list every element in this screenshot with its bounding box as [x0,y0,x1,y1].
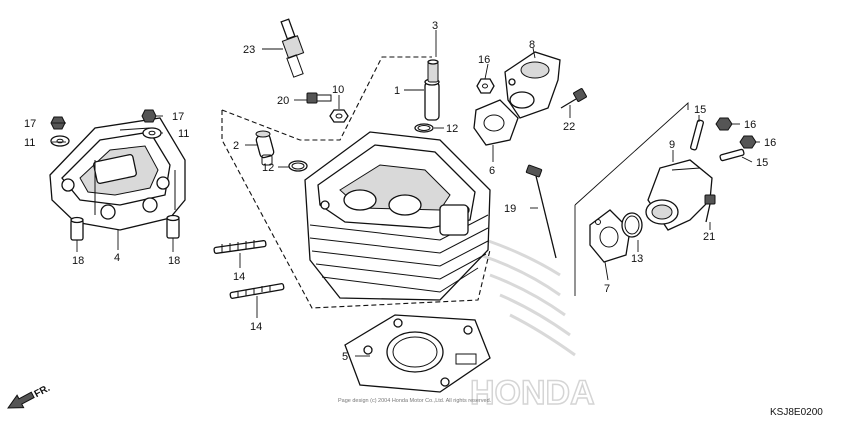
insulator-gasket-7 [589,209,631,263]
watermark-text: HONDA [470,374,595,412]
group-boundary-head [221,56,491,309]
joint-8 [504,51,561,119]
callout-6: 6 [489,165,495,177]
callout-18-left: 18 [72,255,84,267]
callout-7: 7 [604,283,610,295]
copyright-notice: Page design (c) 2004 Honda Motor Co.,Ltd… [338,398,492,404]
callout-1: 1 [394,85,400,97]
callout-2: 2 [233,140,239,152]
bolt-22 [560,88,587,109]
o-ring-13 [621,212,643,238]
callout-15-upper: 15 [694,104,706,116]
front-label: FR. [33,383,53,400]
dowel-pin-left [70,216,84,241]
nut-16-top [476,78,495,94]
guide-part-2 [255,130,275,166]
diagram-code: KSJ8E0200 [770,407,823,418]
o-ring-12-lower [288,160,308,172]
rocker-arm-holder [49,117,186,231]
callout-9: 9 [669,139,675,151]
callout-16-top: 16 [478,54,490,66]
callout-16-right-b: 16 [764,137,776,149]
callout-16-right-a: 16 [744,119,756,131]
cylinder-head [304,131,491,301]
group-boundary-intake [574,101,689,296]
nut-16-right-b [739,135,757,149]
front-direction-arrow: FR. [7,383,53,409]
washer-right [142,127,162,139]
callout-17-right: 17 [172,111,184,123]
flange-bolt-20 [306,92,332,104]
bolt-21 [704,194,716,223]
callout-3: 3 [432,20,438,32]
o-ring-12-upper [414,123,434,133]
callout-4: 4 [114,252,120,264]
callout-17-left: 17 [24,118,36,130]
stud-15-lower [719,148,745,162]
callouts: 1 2 3 4 5 6 7 8 9 10 11 11 12 12 13 14 1… [24,20,776,363]
leader-lines [52,30,760,357]
callout-13: 13 [631,253,643,265]
callout-12-upper: 12 [446,123,458,135]
callout-19: 19 [504,203,516,215]
intake-pipe-9 [645,159,713,231]
callout-14-upper: 14 [233,271,245,283]
honda-watermark: HONDA [469,233,595,413]
callout-15-lower: 15 [756,157,768,169]
callout-23: 23 [243,44,255,56]
callout-18-right: 18 [168,255,180,267]
spark-plug [280,18,305,78]
nut-16-right-a [715,117,733,131]
nut-10 [329,109,349,123]
insulator-gasket-6 [473,99,519,146]
callout-21: 21 [703,231,715,243]
callout-5: 5 [342,351,348,363]
cylinder-head-gasket [344,314,491,393]
callout-22: 22 [563,121,575,133]
stud-bolt-14-upper [213,240,267,254]
callout-11-right: 11 [178,128,189,140]
stud-bolt-14-lower [229,283,285,299]
cap-nut-right [141,109,157,123]
callout-10: 10 [332,84,344,96]
callout-20: 20 [277,95,289,107]
callout-14-lower: 14 [250,321,262,333]
long-bolt-19 [525,164,557,259]
callout-11-left: 11 [24,137,35,149]
washer-left [50,135,70,147]
cam-chain-tensioner-1 [424,59,440,121]
dowel-pin-right [166,214,180,239]
stud-15-upper [690,119,704,151]
callout-8: 8 [529,39,535,51]
callout-12-lower: 12 [262,162,274,174]
